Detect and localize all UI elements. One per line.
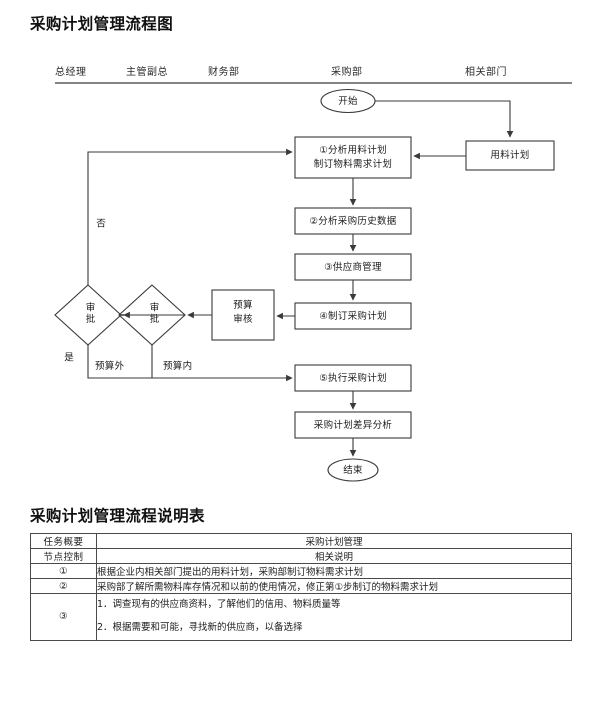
table-title: 采购计划管理流程说明表 <box>30 507 205 525</box>
table-cell-value: 采购部了解所需物料库存情况和以前的使用情况，修正第①步制订的物料需求计划 <box>96 578 572 594</box>
table-cell-value: 根据企业内相关部门提出的用料计划，采购部制订物料需求计划 <box>96 563 572 579</box>
edge-label-out-of-budget: 预算外 <box>95 361 125 372</box>
edge-label-yes: 是 <box>62 352 73 362</box>
table-row: 任务概要 采购计划管理 <box>30 533 572 549</box>
node-end-shape <box>327 458 379 482</box>
lane-header-purchasing-dept: 采购部 <box>331 67 363 78</box>
table-cell-subline: 1．调查现有的供应商资料，了解他们的信用、物料质量等 <box>97 599 341 610</box>
lane-header-finance-dept: 财务部 <box>208 67 240 78</box>
process-spec-table: 任务概要 采购计划管理 节点控制 相关说明 ① 根据企业内相关部门提出的用料计划… <box>30 533 572 641</box>
node-step4-shape <box>294 302 412 330</box>
flowchart-diagram: 总经理 主管副总 财务部 采购部 相关部门 <box>54 67 572 482</box>
table-cell-value-list: 1．调查现有的供应商资料，了解他们的信用、物料质量等 2．根据需要和可能，寻找新… <box>96 593 572 641</box>
node-material-plan-shape <box>465 140 555 171</box>
node-step2-shape <box>294 207 412 235</box>
flowchart-title: 采购计划管理流程图 <box>30 15 174 33</box>
table-cell-key: ② <box>30 578 97 594</box>
node-approve-gm-shape <box>54 284 122 346</box>
edge-approved-to-step5 <box>87 345 293 382</box>
table-cell-subline: 2．根据需要和可能，寻找新的供应商，以备选择 <box>97 621 303 633</box>
table-row: 节点控制 相关说明 <box>30 548 572 564</box>
lane-header-vice-president: 主管副总 <box>126 67 168 78</box>
node-budget-review-shape <box>211 289 275 341</box>
table-cell-key: ③ <box>30 593 97 641</box>
table-cell-key: ① <box>30 563 97 579</box>
edge-start-to-material-plan <box>375 100 514 138</box>
node-step5-shape <box>294 364 412 392</box>
edge-label-no: 否 <box>94 218 105 228</box>
edge-reject-back-to-step1 <box>87 148 293 285</box>
node-start-shape <box>320 88 376 114</box>
edge-label-in-budget: 预算内 <box>163 361 193 372</box>
node-step1-shape <box>294 136 412 179</box>
lane-header-related-dept: 相关部门 <box>465 67 507 78</box>
table-cell-value: 采购计划管理 <box>96 533 572 549</box>
table-row: ② 采购部了解所需物料库存情况和以前的使用情况，修正第①步制订的物料需求计划 <box>30 578 572 594</box>
node-step3-shape <box>294 253 412 281</box>
table-row: ③ 1．调查现有的供应商资料，了解他们的信用、物料质量等 2．根据需要和可能，寻… <box>30 593 572 641</box>
lane-header-general-manager: 总经理 <box>55 67 87 78</box>
table-cell-value: 相关说明 <box>96 548 572 564</box>
table-row: ① 根据企业内相关部门提出的用料计划，采购部制订物料需求计划 <box>30 563 572 579</box>
table-cell-key: 任务概要 <box>30 533 97 549</box>
table-cell-key: 节点控制 <box>30 548 97 564</box>
node-variance-shape <box>294 411 412 439</box>
